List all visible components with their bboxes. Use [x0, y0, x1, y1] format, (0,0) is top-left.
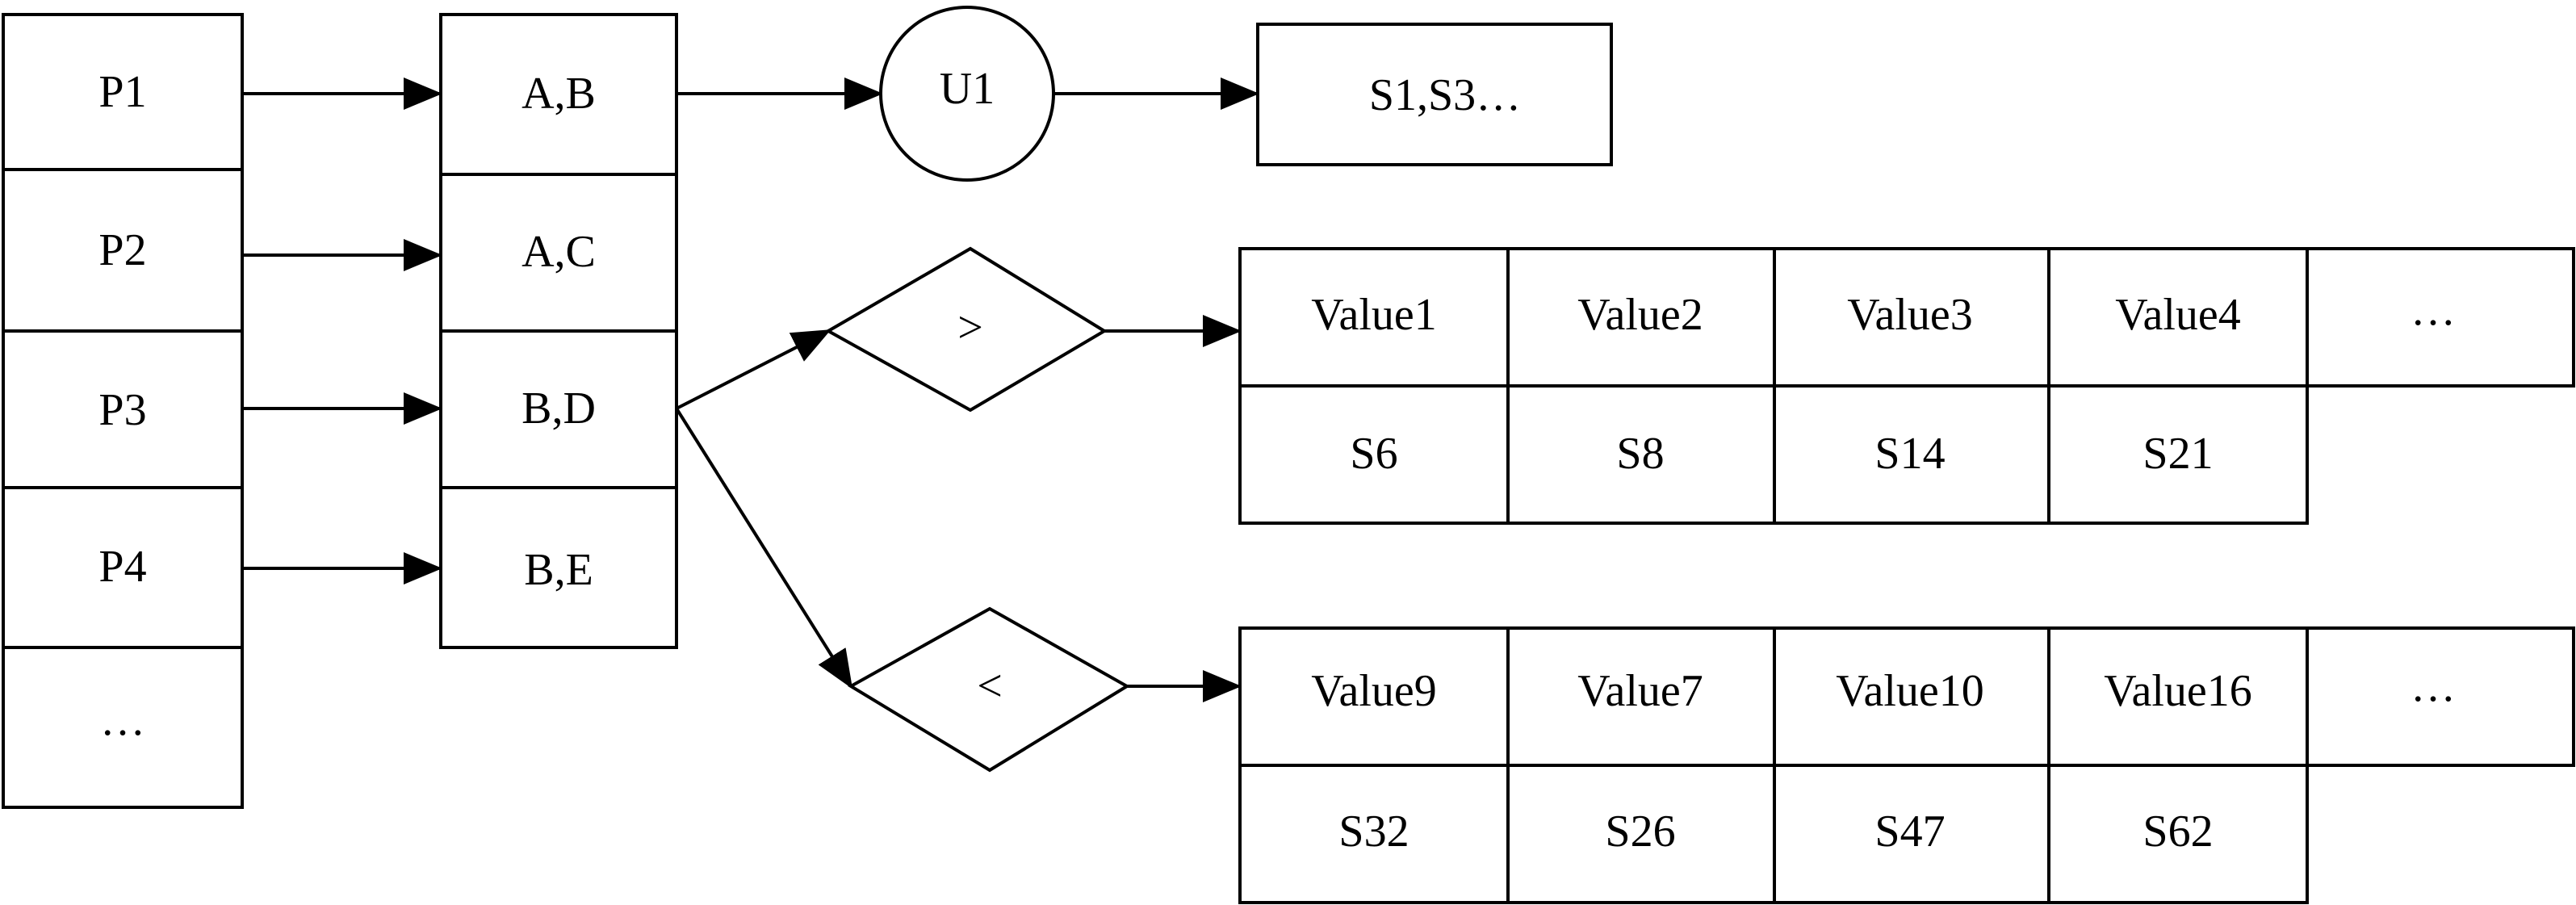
less-set-cell-1: [1238, 764, 1510, 904]
less-value-label-2: Value7: [1577, 666, 1703, 716]
less-set-cell-3: [1773, 764, 2050, 904]
p-label-4: P4: [98, 542, 146, 592]
greater-value-cell-1: [1238, 247, 1510, 388]
greater-value-cell-5: [2306, 247, 2575, 388]
greater-set-label-3: S14: [1874, 429, 1945, 479]
greater-set-label-2: S8: [1616, 429, 1664, 479]
greater-value-label-ellipsis: …: [2411, 285, 2456, 335]
less-branch: < Value9 Value7 Value10 Value16 … S32 S2…: [675, 407, 2575, 904]
less-value-label-1: Value9: [1311, 666, 1437, 716]
pair-label-bd: B,D: [521, 383, 596, 434]
less-value-cell-5: [2306, 626, 2575, 767]
greater-table: Value1 Value2 Value3 Value4 … S6 S8 S14 …: [1238, 247, 2575, 525]
pair-label-ac: A,C: [521, 227, 596, 277]
greater-set-cell-1: [1238, 384, 1510, 525]
less-set-label-3: S47: [1874, 807, 1945, 857]
pair-label-ab: A,B: [521, 69, 596, 119]
less-set-label-2: S26: [1605, 807, 1675, 857]
less-set-cell-4: [2047, 764, 2309, 904]
p-cell-1: [2, 13, 244, 171]
less-value-cell-1: [1238, 626, 1510, 767]
p-cell-5: [2, 646, 244, 809]
less-value-label-4: Value16: [2104, 666, 2252, 716]
p-label-2: P2: [98, 225, 146, 275]
p-label-ellipsis: …: [100, 695, 145, 745]
less-table: Value9 Value7 Value10 Value16 … S32 S26 …: [1238, 626, 2575, 904]
less-node-label: <: [977, 661, 1003, 711]
greater-set-cell-2: [1506, 384, 1776, 525]
less-value-label-3: Value10: [1836, 666, 1984, 716]
greater-value-label-2: Value2: [1577, 290, 1703, 340]
arrow-bd-greater: [676, 329, 831, 410]
union-result-box: [1256, 23, 1613, 166]
greater-branch: > Value1 Value2 Value3 Value4 … S6 S8 S1…: [676, 246, 2575, 525]
greater-value-cell-2: [1506, 247, 1776, 388]
greater-node-label: >: [957, 303, 983, 353]
greater-set-cell-4: [2047, 384, 2309, 525]
less-value-cell-2: [1506, 626, 1776, 767]
union-result-label: S1,S3…: [1369, 70, 1521, 120]
less-set-label-1: S32: [1338, 807, 1409, 857]
union-branch: U1 S1,S3…: [676, 6, 1613, 182]
greater-set-cell-3: [1773, 384, 2050, 525]
greater-value-label-1: Value1: [1311, 290, 1437, 340]
less-set-cell-2: [1506, 764, 1776, 904]
less-value-label-ellipsis: …: [2411, 661, 2456, 711]
greater-set-label-1: S6: [1350, 429, 1397, 479]
p-label-3: P3: [98, 385, 146, 435]
arrow-bd-less: [675, 407, 853, 689]
p-label-1: P1: [98, 67, 146, 117]
pair-column: A,B A,C B,D B,E: [439, 13, 678, 649]
union-node-label: U1: [940, 64, 995, 114]
p-cell-3: [2, 329, 244, 489]
p-to-pair-arrows: [242, 78, 442, 584]
less-set-label-4: S62: [2142, 807, 2213, 857]
greater-set-label-4: S21: [2142, 429, 2213, 479]
p-column: P1 P2 P3 P4 …: [2, 13, 244, 809]
pair-label-be: B,E: [524, 545, 593, 595]
greater-value-label-4: Value4: [2115, 290, 2241, 340]
greater-value-label-3: Value3: [1847, 290, 1973, 340]
p-cell-2: [2, 168, 244, 333]
less-value-cell-4: [2047, 626, 2309, 767]
